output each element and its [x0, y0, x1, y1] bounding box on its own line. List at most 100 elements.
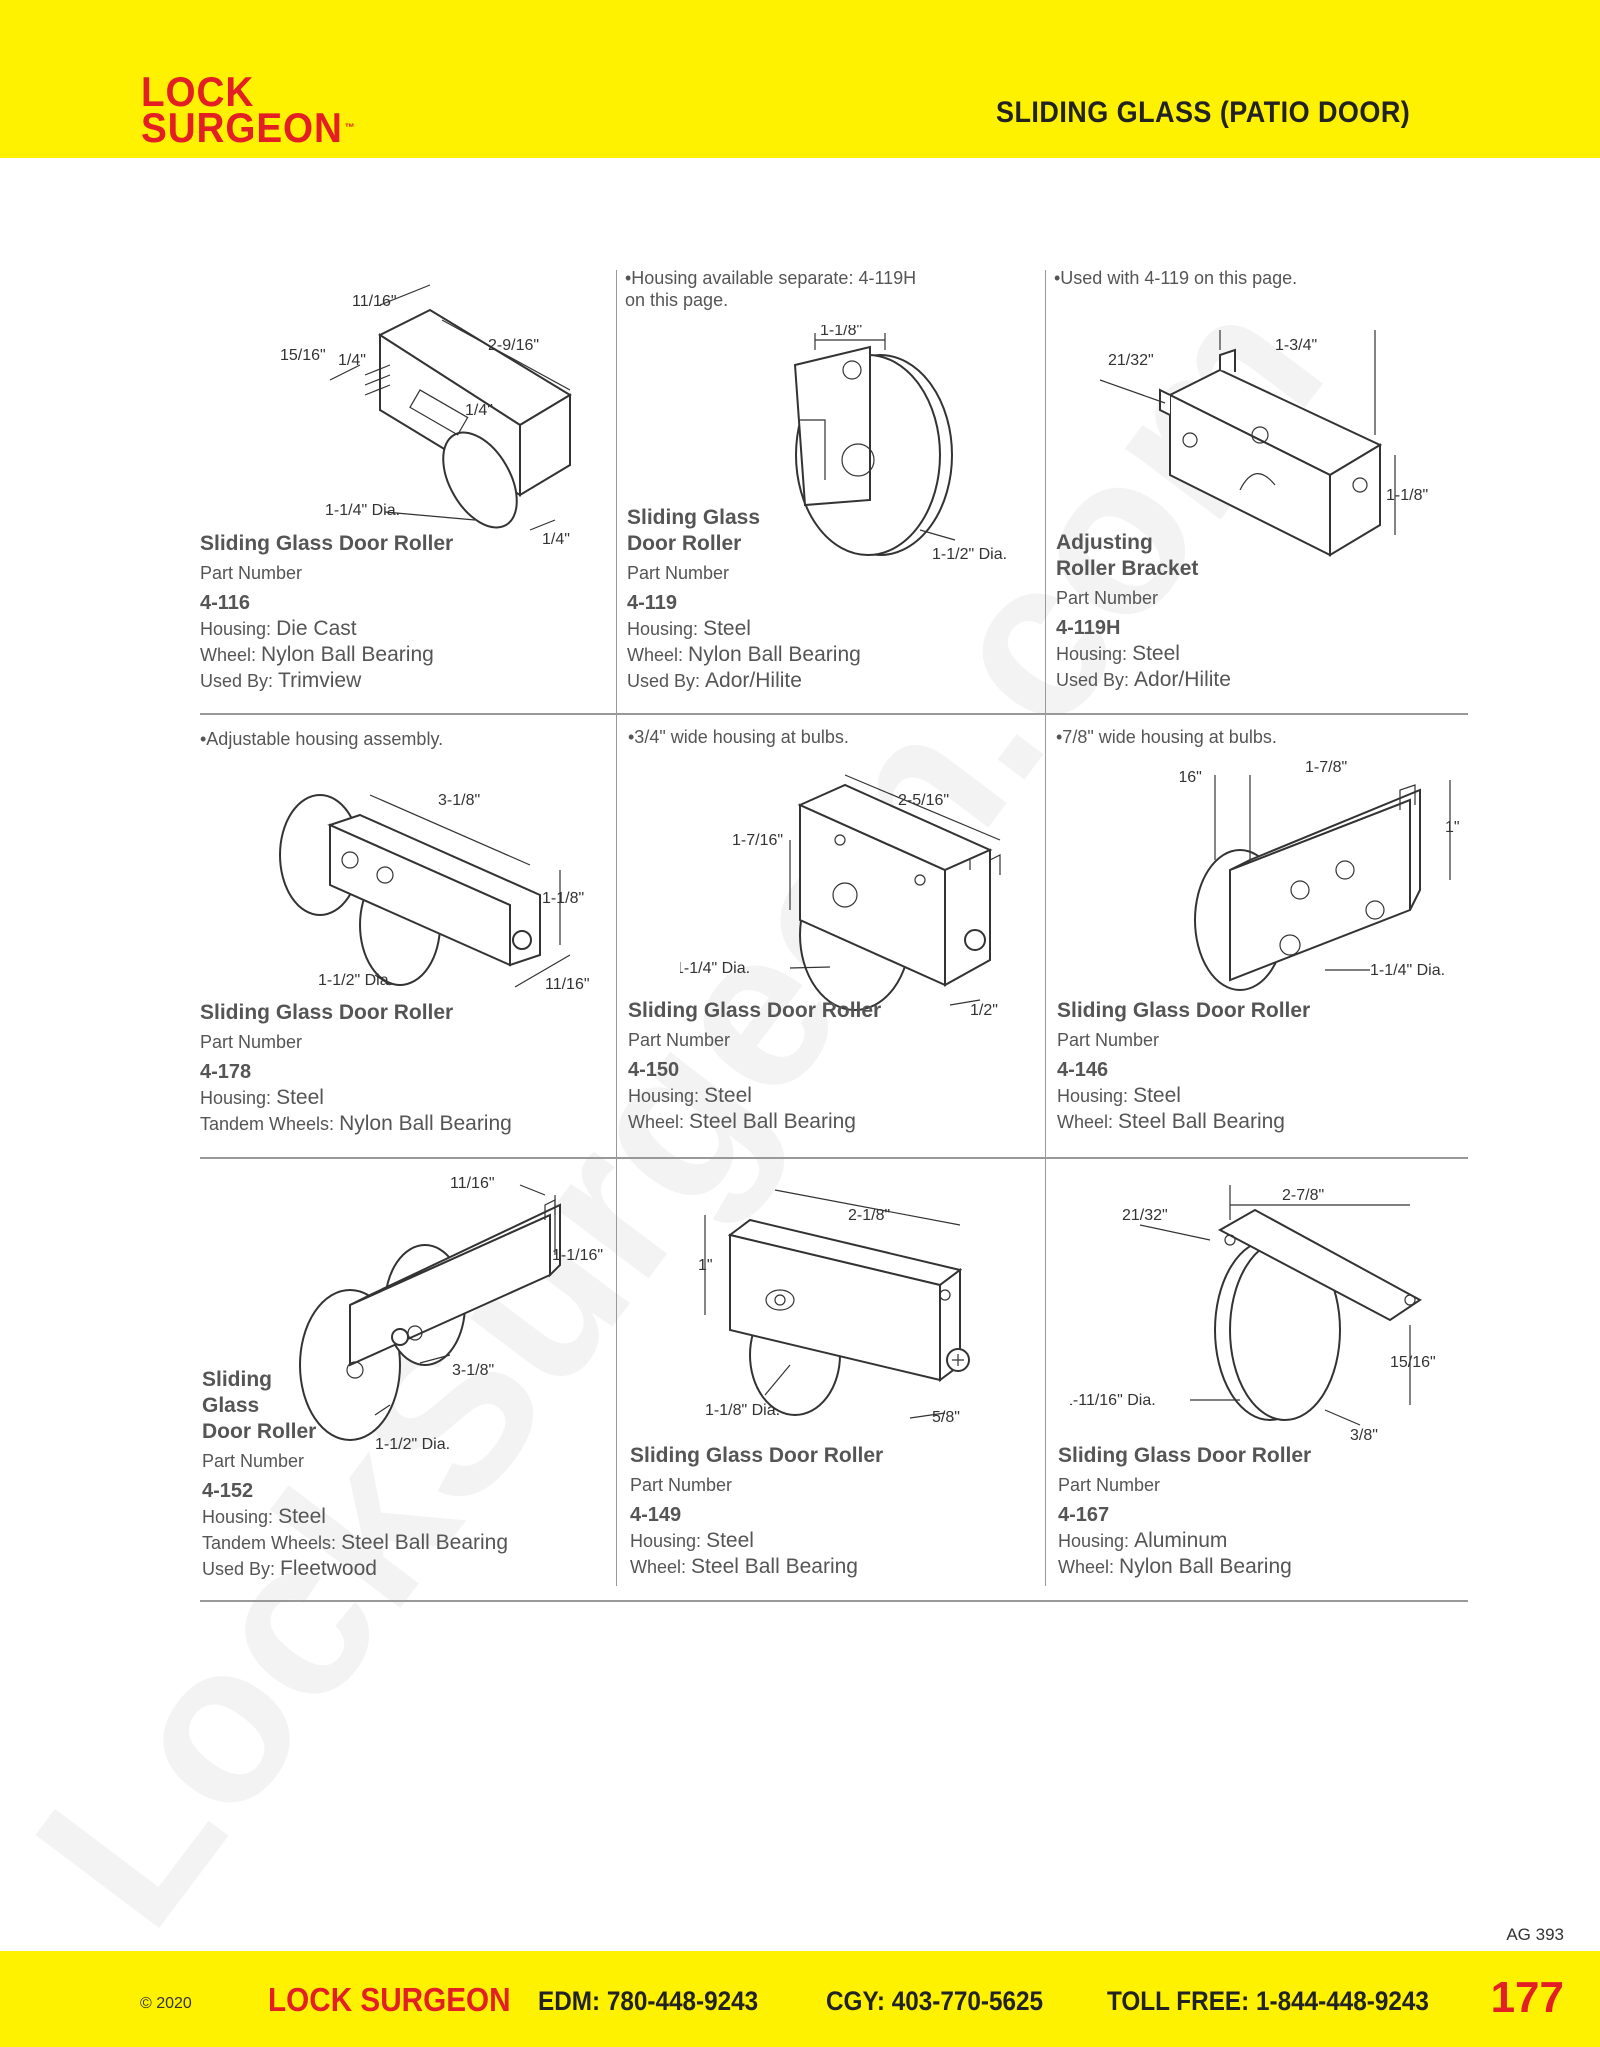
wheel-spec: Wheel: Nylon Ball Bearing: [627, 643, 861, 666]
housing-spec: Housing: Steel: [202, 1505, 326, 1528]
roller-4-119-drawing: 1-1/8" 1-1/2" Dia.: [793, 325, 1007, 563]
svg-text:1-1/4" Dia.: 1-1/4" Dia.: [680, 960, 750, 977]
divider-v2: [1045, 270, 1046, 1586]
divider-h1: [200, 713, 1468, 715]
cgy-phone: CGY: 403-770-5625: [826, 1986, 1044, 2016]
part-number-label: Part Number: [627, 563, 730, 583]
svg-text:1/4": 1/4": [542, 531, 570, 548]
housing-spec: Housing: Steel: [1056, 642, 1180, 665]
svg-text:15/16": 15/16": [1390, 1354, 1436, 1371]
product-note: •3/4" wide housing at bulbs.: [628, 727, 849, 747]
part-number: 4-178: [200, 1061, 252, 1083]
divider-h3: [200, 1600, 1468, 1602]
tandem-wheels-spec: Tandem Wheels: Steel Ball Bearing: [202, 1531, 509, 1554]
wheel-spec: Wheel: Nylon Ball Bearing: [200, 643, 434, 666]
svg-text:1-1/2" Dia.: 1-1/2" Dia.: [932, 546, 1007, 563]
product-title: Sliding Glass Door Roller: [200, 1001, 454, 1024]
product-title: Adjusting Roller Bracket: [1056, 531, 1199, 580]
part-number: 4-152: [202, 1480, 254, 1502]
product-note: •Used with 4-119 on this page.: [1054, 268, 1298, 288]
product-note: •Adjustable housing assembly.: [200, 729, 444, 749]
product-title: Sliding Glass Door Roller: [628, 999, 882, 1022]
wheel-spec: Wheel: Nylon Ball Bearing: [1058, 1555, 1292, 1578]
roller-4-150-drawing: 2-5/16" 1-7/16" 1-1/4" Dia. 1/2": [680, 774, 1001, 1019]
used-by-spec: Used By: Ador/Hilite: [627, 669, 802, 692]
product-title: Sliding Glass Door Roller: [630, 1444, 884, 1467]
svg-text:2-9/16": 2-9/16": [488, 337, 539, 354]
svg-text:1-1/8": 1-1/8": [542, 890, 584, 907]
part-number: 4-119: [627, 592, 678, 614]
product-info-4-116: Sliding Glass Door Roller Part Number 4-…: [200, 531, 453, 693]
housing-spec: Housing: Steel: [200, 1086, 324, 1109]
svg-text:2-5/16": 2-5/16": [898, 792, 949, 809]
product-info-4-150: Sliding Glass Door Roller Part Number 4-…: [628, 998, 881, 1134]
svg-text:21/32": 21/32": [1108, 352, 1154, 369]
product-title: Sliding Glass Door Roller: [202, 1368, 317, 1443]
catalog-code: AG 393: [1506, 1925, 1564, 1944]
part-number: 4-167: [1058, 1504, 1110, 1526]
page-number: 177: [1490, 1973, 1564, 2022]
divider-h2: [200, 1157, 1468, 1159]
product-info-4-167: Sliding Glass Door Roller Part Number 4-…: [1058, 1443, 1311, 1579]
svg-text:1-1/4" Dia.: 1-1/4" Dia.: [325, 502, 400, 519]
product-title: Sliding Glass Door Roller: [200, 532, 454, 555]
bracket-4-119h-drawing: 21/32" 1-3/4" 1-1/8": [1099, 330, 1428, 557]
svg-text:1-1/4" Dia.: 1-1/4" Dia.: [1370, 962, 1445, 979]
product-note: •7/8" wide housing at bulbs.: [1056, 727, 1277, 747]
svg-text:3/8": 3/8": [1350, 1427, 1378, 1444]
svg-text:1/4": 1/4": [465, 402, 493, 419]
product-note: •Housing available separate: 4-119H on t…: [625, 268, 917, 310]
product-title: Sliding Glass Door Roller: [627, 506, 761, 555]
footer-brand: LOCK SURGEON: [268, 1981, 511, 2018]
svg-text:11/16": 11/16": [545, 976, 590, 993]
svg-text:3-1/8": 3-1/8": [438, 792, 480, 809]
svg-text:11/16": 11/16": [450, 1175, 495, 1192]
housing-spec: Housing: Aluminum: [1058, 1529, 1228, 1552]
roller-4-149-drawing: 2-1/8" 1" 1-1/8" Dia. 5/8": [698, 1189, 970, 1426]
svg-text:2-7/8": 2-7/8": [1282, 1187, 1324, 1204]
svg-text:1/4": 1/4": [338, 352, 366, 369]
toll-free-phone: TOLL FREE: 1-844-448-9243: [1107, 1986, 1429, 2016]
svg-text:1-1/2" Dia.: 1-1/2" Dia.: [375, 1436, 450, 1453]
svg-text:21/32": 21/32": [1122, 1207, 1168, 1224]
svg-text:9/16": 9/16": [1180, 769, 1202, 786]
part-number-label: Part Number: [200, 1032, 303, 1052]
edm-phone: EDM: 780-448-9243: [538, 1986, 759, 2016]
part-number-label: Part Number: [202, 1451, 305, 1471]
tandem-wheels-spec: Tandem Wheels: Nylon Ball Bearing: [200, 1112, 512, 1135]
roller-4-167-drawing: 21/32" 2-7/8" 15/16" 1-11/16" Dia. 3/8": [1070, 1185, 1436, 1444]
product-info-4-119: Sliding Glass Door Roller Part Number 4-…: [627, 505, 861, 693]
svg-text:2-1/8": 2-1/8": [848, 1207, 890, 1224]
housing-spec: Housing: Steel: [627, 617, 751, 640]
svg-text:1-1/2" Dia.: 1-1/2" Dia.: [318, 972, 393, 989]
roller-4-146-drawing: 9/16" 1-7/8" 1" 1-1/4" Dia.: [1180, 760, 1460, 991]
product-info-4-119h: Adjusting Roller Bracket Part Number 4-1…: [1056, 530, 1231, 692]
roller-4-178-drawing: 3-1/8" 1-1/8" 1-1/2" Dia. 11/16": [279, 792, 590, 993]
svg-text:1-7/16": 1-7/16": [732, 832, 783, 849]
svg-text:5/8": 5/8": [932, 1409, 960, 1426]
part-number-label: Part Number: [1056, 588, 1159, 608]
svg-text:1-11/16" Dia.: 1-11/16" Dia.: [1070, 1392, 1156, 1409]
wheel-spec: Wheel: Steel Ball Bearing: [628, 1110, 856, 1133]
part-number-label: Part Number: [1058, 1475, 1161, 1495]
part-number: 4-149: [630, 1504, 682, 1526]
roller-4-152-drawing: 11/16" 1-1/16" 3-1/8" 1-1/2" Dia.: [299, 1175, 603, 1453]
part-number: 4-119H: [1056, 617, 1121, 639]
housing-spec: Housing: Steel: [628, 1084, 752, 1107]
product-info-4-178: Sliding Glass Door Roller Part Number 4-…: [200, 1000, 512, 1136]
part-number-label: Part Number: [1057, 1030, 1160, 1050]
svg-text:15/16": 15/16": [280, 347, 326, 364]
part-number: 4-146: [1057, 1059, 1109, 1081]
svg-text:1-1/8": 1-1/8": [820, 325, 862, 339]
part-number-label: Part Number: [628, 1030, 731, 1050]
svg-text:11/16": 11/16": [352, 293, 397, 310]
svg-text:1-7/8": 1-7/8": [1305, 760, 1347, 776]
part-number-label: Part Number: [630, 1475, 733, 1495]
part-number-label: Part Number: [200, 563, 303, 583]
page-title: SLIDING GLASS (PATIO DOOR): [995, 96, 1410, 129]
wheel-spec: Wheel: Steel Ball Bearing: [1057, 1110, 1285, 1133]
product-info-4-149: Sliding Glass Door Roller Part Number 4-…: [630, 1443, 883, 1579]
used-by-spec: Used By: Fleetwood: [202, 1557, 377, 1580]
wheel-spec: Wheel: Steel Ball Bearing: [630, 1555, 858, 1578]
svg-text:3-1/8": 3-1/8": [452, 1362, 494, 1379]
